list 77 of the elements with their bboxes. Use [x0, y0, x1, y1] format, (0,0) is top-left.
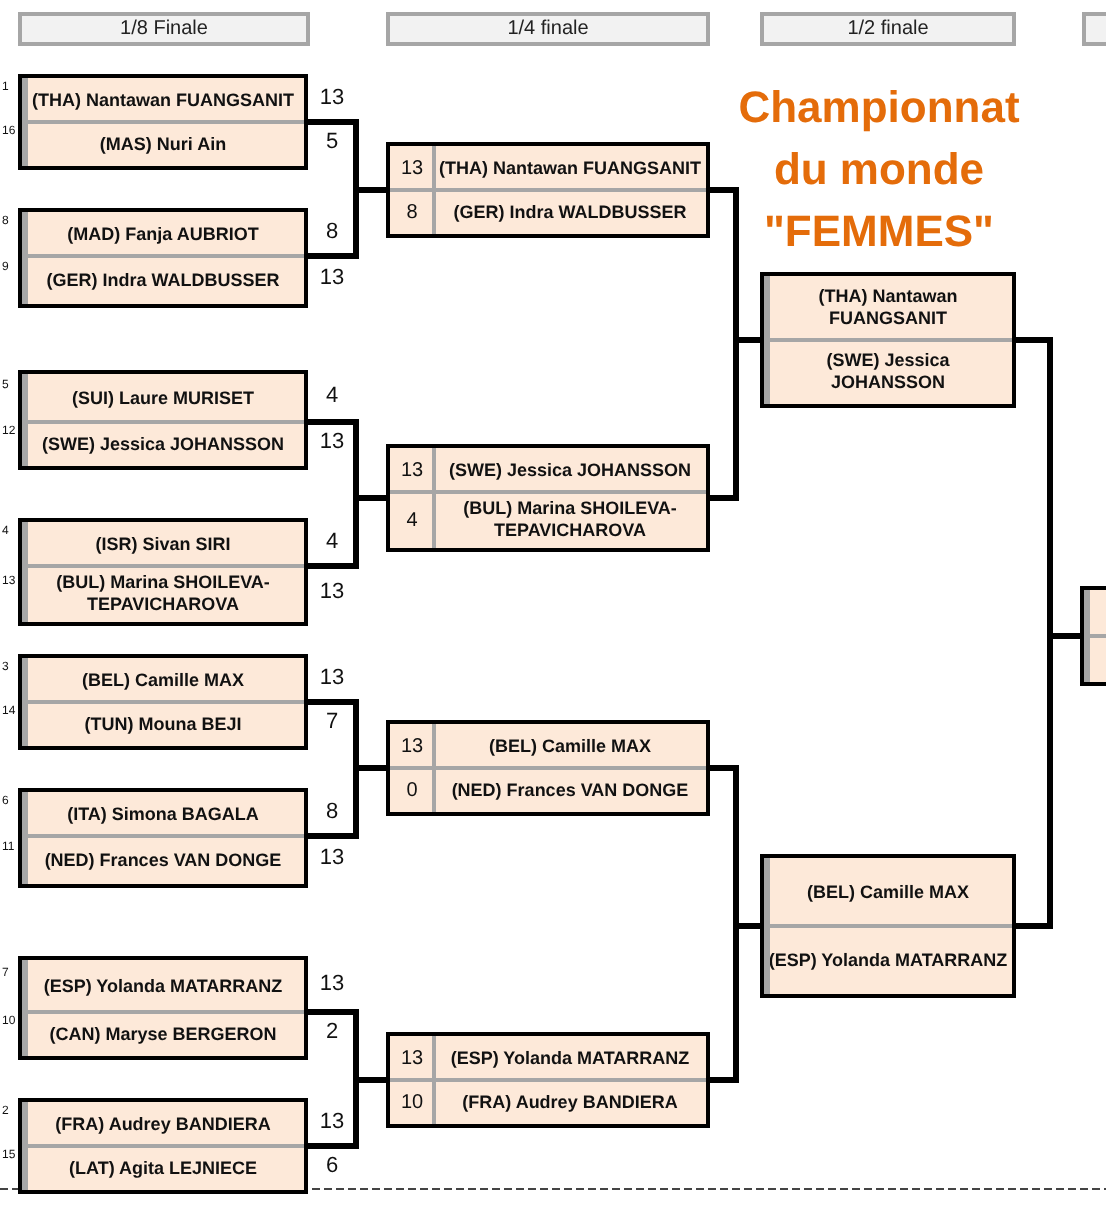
score: 6 [323, 1154, 341, 1178]
player-name: (SWE) Jessica JOHANSSON [39, 431, 287, 458]
match-box [18, 208, 308, 308]
score: 8 [404, 199, 420, 227]
round-header: 1/2 finale [760, 12, 1016, 46]
match-box [18, 74, 308, 170]
match-box [18, 518, 308, 626]
score: 10 [398, 1089, 426, 1117]
score: 4 [323, 530, 341, 554]
score: 13 [317, 580, 347, 604]
match-box [18, 1098, 308, 1194]
player-name: (MAS) Nuri Ain [97, 131, 229, 158]
player-name: (ESP) Yolanda MATARRANZ [766, 947, 1010, 974]
score: 13 [317, 846, 347, 870]
player-name: (FRA) Audrey BANDIERA [53, 1111, 273, 1138]
player-name: (SWE) Jessica JOHANSSON [824, 348, 952, 396]
score: 2 [323, 1020, 341, 1044]
score: 0 [404, 777, 420, 805]
match-box [18, 370, 308, 470]
round-header: 1/8 Finale [18, 12, 310, 46]
score: 13 [398, 457, 426, 485]
player-name: (BEL) Camille MAX [804, 879, 971, 906]
round-header: 1/4 finale [386, 12, 710, 46]
player-name: (ESP) Yolanda MATARRANZ [41, 973, 285, 1000]
score: 8 [323, 800, 341, 824]
score: 5 [323, 130, 341, 154]
player-name: (NED) Frances VAN DONGE [42, 847, 284, 874]
score: 13 [317, 972, 347, 996]
score: 13 [398, 155, 426, 183]
match-box [18, 654, 308, 750]
score: 4 [323, 384, 341, 408]
player-name: (BUL) Marina SHOILEVA-TEPAVICHAROVA [54, 570, 272, 618]
player-name: (BEL) Camille MAX [486, 733, 653, 760]
score: 13 [398, 1045, 426, 1073]
bracket-line [308, 495, 386, 569]
score: 8 [323, 220, 341, 244]
match-box [760, 272, 1016, 408]
score: 7 [323, 710, 341, 734]
player-name: (THA) Nantawan FUANGSANIT [437, 155, 703, 182]
player-name: (BEL) Camille MAX [79, 667, 246, 694]
match-box [18, 956, 308, 1060]
match-box [386, 142, 710, 238]
player-name: (GER) Indra WALDBUSSER [451, 199, 689, 226]
match-box [386, 720, 710, 816]
title: Championnat du monde "FEMMES" [736, 80, 1022, 260]
bracket-line [710, 337, 760, 501]
match-box [386, 1032, 710, 1128]
player-name: (ITA) Simona BAGALA [65, 801, 261, 828]
bracket-line [308, 187, 386, 259]
score: 13 [317, 1110, 347, 1134]
player-name: (CAN) Maryse BERGERON [47, 1021, 279, 1048]
player-name: (GER) Indra WALDBUSSER [44, 267, 282, 294]
player-name: (ESP) Yolanda MATARRANZ [448, 1045, 692, 1072]
player-name: (MAD) Fanja AUBRIOT [65, 221, 261, 248]
player-name: (BUL) Marina SHOILEVA-TEPAVICHAROVA [461, 496, 679, 544]
score: 13 [317, 86, 347, 110]
score: 4 [404, 507, 420, 535]
player-name: (THA) Nantawan FUANGSANIT [30, 87, 296, 114]
bracket-line [710, 923, 760, 1083]
player-name: (SUI) Laure MURISET [69, 385, 256, 412]
bracket-line [1016, 633, 1080, 929]
player-name: (SWE) Jessica JOHANSSON [446, 457, 694, 484]
score: 13 [317, 666, 347, 690]
player-name: (FRA) Audrey BANDIERA [460, 1089, 680, 1116]
bracket-line [308, 1077, 386, 1149]
match-box [386, 444, 710, 552]
player-name: (LAT) Agita LEJNIECE [67, 1155, 259, 1182]
score: 13 [398, 733, 426, 761]
player-name: (NED) Frances VAN DONGE [449, 777, 691, 804]
match-box [18, 788, 308, 888]
player-name: (ISR) Sivan SIRI [93, 531, 233, 558]
player-name: (THA) Nantawan FUANGSANIT [816, 284, 960, 332]
bracket-line [308, 765, 386, 839]
player-name: (TUN) Mouna BEJI [82, 711, 244, 738]
score: 13 [317, 266, 347, 290]
score: 13 [317, 430, 347, 454]
match-box [760, 854, 1016, 998]
